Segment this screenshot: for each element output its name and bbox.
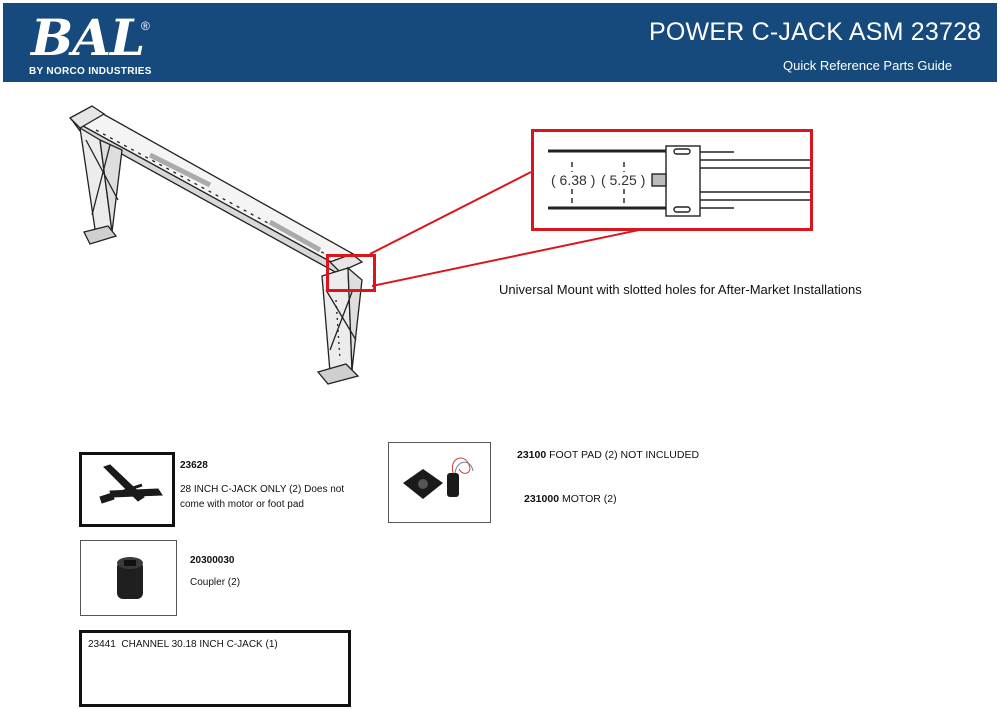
logo-subtext: BY NORCO INDUSTRIES	[29, 66, 152, 77]
registered-mark: ®	[141, 19, 150, 33]
page-header: BAL ® BY NORCO INDUSTRIES POWER C-JACK A…	[3, 3, 997, 82]
callout-highlight	[326, 254, 376, 292]
part-box-channel: 23441 CHANNEL 30.18 INCH C-JACK (1)	[79, 630, 351, 707]
part-number-23628: 23628	[180, 460, 208, 471]
part-row-23100: 23100 FOOT PAD (2) NOT INCLUDED	[517, 449, 699, 461]
part-image-footpad-motor	[388, 442, 491, 523]
page-title: POWER C-JACK ASM 23728	[649, 18, 982, 46]
part-desc-23100: FOOT PAD (2) NOT INCLUDED	[549, 449, 700, 461]
bal-logo: BAL	[31, 8, 145, 67]
mount-caption: Universal Mount with slotted holes for A…	[499, 282, 862, 297]
jack-assembly-illustration	[68, 105, 364, 385]
mount-detail-drawing	[548, 145, 810, 217]
dimension-inner: ( 5.25 )	[600, 172, 647, 188]
callout-line-upper	[369, 171, 532, 255]
part-desc-23441: CHANNEL 30.18 INCH C-JACK (1)	[121, 639, 278, 650]
part-desc-20300030: Coupler (2)	[190, 577, 241, 588]
part-number-20300030: 20300030	[190, 555, 235, 566]
part-desc-23628-line2: come with motor or foot pad	[180, 499, 304, 510]
part-image-c-jack	[79, 452, 175, 527]
part-row-23441: 23441 CHANNEL 30.18 INCH C-JACK (1)	[88, 637, 278, 652]
part-number-23100: 23100	[517, 449, 547, 461]
part-number-231000: 231000	[524, 493, 560, 505]
c-jack-icon	[99, 464, 163, 504]
coupler-icon	[117, 557, 143, 599]
footpad-motor-icon	[403, 457, 474, 499]
part-row-231000: 231000 MOTOR (2)	[524, 493, 617, 505]
callout-line-lower	[371, 225, 659, 287]
part-desc-231000: MOTOR (2)	[561, 493, 617, 505]
page-subtitle: Quick Reference Parts Guide	[783, 58, 953, 73]
part-image-coupler	[80, 540, 177, 616]
dimension-outer: ( 6.38 )	[550, 172, 597, 188]
mount-detail-zoom: ( 6.38 ) ( 5.25 )	[531, 129, 813, 231]
part-number-23441: 23441	[88, 639, 116, 650]
part-desc-23628: 28 INCH C-JACK ONLY (2) Does not	[180, 484, 345, 495]
